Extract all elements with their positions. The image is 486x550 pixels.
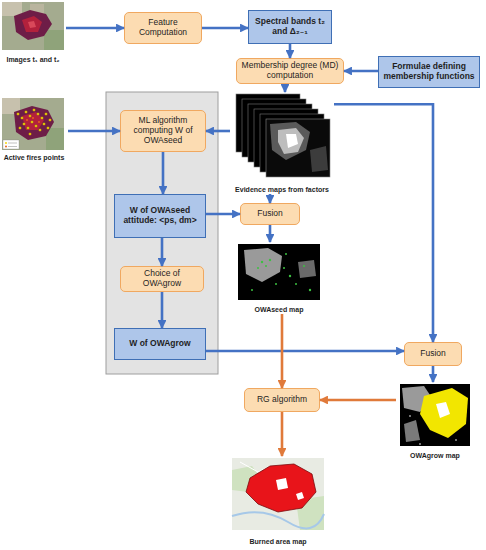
process-box: ML algorithm computing W of OWAseed — [120, 110, 206, 152]
process-label: Fusion — [257, 209, 283, 219]
image-node: Evidence maps from factors — [230, 92, 334, 194]
flow-arrow — [281, 314, 284, 388]
flow-arrow — [269, 225, 272, 242]
image-caption: Evidence maps from factors — [235, 186, 329, 194]
image-node: OWAgrow map — [396, 382, 474, 460]
data-label: W of OWAseed attitude: <ps, dm> — [118, 206, 202, 226]
flow-arrow — [432, 366, 435, 382]
owa-seed-map — [238, 244, 320, 300]
data-label: Spectral bands t₂ and Δ₂₋₁ — [252, 17, 328, 37]
image-node: Burned area map — [228, 456, 328, 546]
active-fires-image — [2, 98, 64, 150]
evidence-map-stack — [236, 94, 330, 177]
flow-arrow — [66, 27, 124, 30]
flow-arrow — [206, 350, 404, 353]
group-panel — [106, 92, 218, 374]
data-label: Formulae defining membership functions — [382, 62, 476, 82]
flow-arrow — [206, 130, 230, 133]
data-label: W of OWAgrow — [129, 339, 190, 349]
flow-arrow — [344, 70, 378, 73]
process-box: Choice of OWAgrow — [120, 266, 204, 292]
process-box: Fusion — [404, 342, 462, 366]
process-box: Fusion — [240, 203, 300, 225]
flow-arrow — [289, 44, 292, 58]
process-label: Fusion — [420, 349, 446, 359]
image-node: Active fires points — [0, 96, 68, 162]
image-node: OWAseed map — [234, 242, 324, 314]
image-caption: OWAseed map — [254, 306, 303, 314]
process-label: Choice of OWAgrow — [124, 269, 200, 289]
flow-arrow — [320, 399, 396, 402]
image-caption: Images t₁ and t₂ — [6, 56, 59, 64]
satellite-image — [2, 2, 64, 50]
process-label: ML algorithm computing W of OWAseed — [124, 116, 202, 145]
image-caption: Burned area map — [249, 538, 306, 546]
data-box: Spectral bands t₂ and Δ₂₋₁ — [248, 10, 332, 44]
process-box: Feature Computation — [124, 12, 202, 44]
process-label: Feature Computation — [128, 18, 198, 38]
flow-arrow — [284, 84, 287, 92]
flow-arrow — [162, 152, 165, 194]
flow-arrow — [202, 27, 248, 30]
image-caption: OWAgrow map — [410, 452, 460, 460]
flow-arrow — [269, 194, 272, 203]
process-label: RG algorithm — [257, 395, 307, 405]
flow-arrow — [281, 412, 284, 456]
data-box: W of OWAgrow — [114, 328, 206, 360]
burned-area-map — [232, 458, 324, 530]
process-box: RG algorithm — [244, 388, 320, 412]
flow-arrow — [206, 213, 240, 216]
data-box: Formulae defining membership functions — [378, 56, 480, 88]
owa-grow-map — [400, 384, 470, 446]
image-node: Images t₁ and t₂ — [0, 0, 66, 64]
flow-arrow — [334, 104, 433, 342]
process-label: Membership degree (MD) computation — [240, 61, 340, 81]
flow-arrow — [161, 292, 164, 328]
image-caption: Active fires points — [4, 154, 65, 162]
data-box: W of OWAseed attitude: <ps, dm> — [114, 194, 206, 238]
flow-arrow — [68, 130, 120, 133]
process-box: Membership degree (MD) computation — [236, 58, 344, 84]
flow-arrow — [161, 238, 164, 266]
